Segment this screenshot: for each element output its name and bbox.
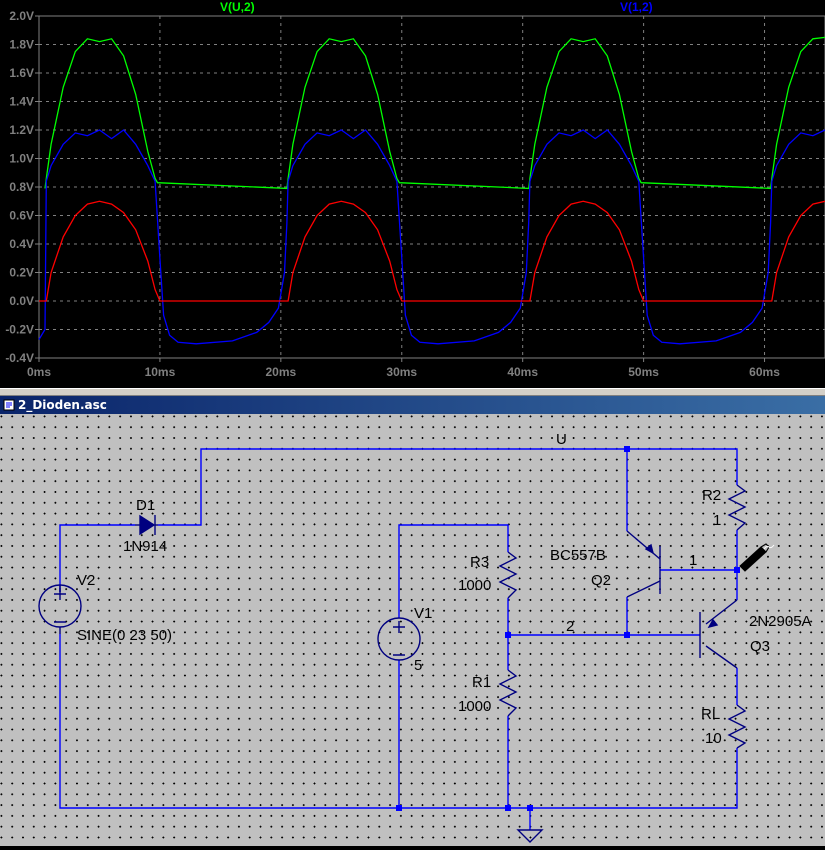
pane-splitter[interactable]	[0, 388, 825, 396]
y-tick-label: 0.0V	[9, 294, 34, 308]
probe-cursor-icon	[739, 543, 775, 572]
series-line-vu2[interactable]	[44, 36, 825, 190]
x-tick-label: 10ms	[145, 365, 176, 379]
resistor-r1[interactable]	[498, 669, 518, 717]
resistor-r2[interactable]	[727, 484, 747, 531]
junction-bottom-gnd	[527, 805, 533, 811]
diode-d1[interactable]	[135, 514, 158, 536]
q2-ref: Q2	[591, 572, 611, 589]
net-label-2[interactable]: 2	[566, 618, 574, 635]
r1-ref: R1	[472, 674, 491, 691]
transistor-q3[interactable]	[699, 599, 738, 669]
plot-x-axis: 0ms 10ms 20ms 30ms 40ms 50ms 60ms	[27, 358, 780, 379]
r1-value: 1000	[458, 698, 491, 715]
r3-value: 1000	[458, 577, 491, 594]
x-tick-label: 30ms	[386, 365, 417, 379]
v2-value: SINE(0 23 50)	[77, 627, 172, 644]
junction-node2-q	[624, 632, 630, 638]
y-tick-label: -0.2V	[5, 323, 34, 337]
net-label-u[interactable]: U	[556, 431, 567, 448]
junction-bottom-r1	[505, 805, 511, 811]
y-tick-label: 1.2V	[9, 123, 34, 137]
trace-label-v12[interactable]: V(1,2)	[620, 0, 653, 14]
y-tick-label: 1.8V	[9, 38, 34, 52]
waveform-chart[interactable]: 2.0V 1.8V 1.6V 1.4V 1.2V 1.0V 0.8V 0.6V 0.4V 0.2V…	[0, 0, 825, 388]
junctions	[396, 446, 740, 811]
schematic-drawing[interactable]: D1 1N914 V2 SINE(0 23 50) V1 5 R3 1000 R…	[0, 414, 825, 846]
schematic-window-title: 2_Dioden.asc	[18, 398, 107, 412]
series-line-red[interactable]	[39, 200, 825, 302]
plot-grid	[38, 15, 825, 359]
wire-v1-loop[interactable]	[398, 524, 509, 618]
y-tick-label: 0.8V	[9, 180, 34, 194]
r2-ref: R2	[702, 487, 721, 504]
x-tick-label: 20ms	[265, 365, 296, 379]
x-tick-label: 0ms	[27, 365, 51, 379]
wire-v2-to-d1[interactable]	[59, 524, 135, 592]
trace-label-vu2[interactable]: V(U,2)	[220, 0, 255, 14]
y-tick-label: 0.6V	[9, 209, 34, 223]
wire-d1-to-u[interactable]	[158, 448, 738, 526]
x-tick-label: 40ms	[507, 365, 538, 379]
v2-ref: V2	[77, 572, 95, 589]
wire-r2-to-node1[interactable]	[660, 530, 738, 571]
y-tick-label: 1.0V	[9, 152, 34, 166]
v1-ref: V1	[414, 605, 432, 622]
junction-node2-r	[505, 632, 511, 638]
ground-icon	[516, 829, 544, 843]
wire-rl-to-ground[interactable]	[530, 748, 738, 809]
wires	[59, 448, 738, 830]
junction-node1	[734, 567, 740, 573]
rl-value: 10	[705, 730, 722, 747]
series-line-v12[interactable]	[38, 129, 825, 345]
transistor-q2[interactable]	[626, 530, 661, 598]
q2-value: BC557B	[550, 547, 606, 564]
source-v1[interactable]	[377, 617, 421, 661]
rl-ref: RL	[701, 706, 720, 723]
junction-bottom-v1	[396, 805, 402, 811]
x-tick-label: 60ms	[749, 365, 780, 379]
plot-y-axis: 2.0V 1.8V 1.6V 1.4V 1.2V 1.0V 0.8V 0.6V 0.4V 0.2V…	[5, 9, 39, 365]
r3-ref: R3	[470, 554, 489, 571]
x-tick-label: 50ms	[628, 365, 659, 379]
net-label-1[interactable]: 1	[689, 552, 697, 569]
schematic-window-titlebar[interactable]: 2_Dioden.asc	[0, 396, 825, 414]
y-tick-label: 0.4V	[9, 237, 34, 251]
d1-ref: D1	[136, 497, 155, 514]
resistor-r3[interactable]	[498, 551, 518, 599]
schematic-canvas[interactable]: D1 1N914 V2 SINE(0 23 50) V1 5 R3 1000 R…	[0, 414, 825, 846]
d1-value: 1N914	[123, 538, 167, 555]
junction-u	[624, 446, 630, 452]
resistor-rl[interactable]	[727, 704, 747, 749]
q3-value: 2N2905A	[749, 613, 812, 630]
r2-value: 1	[713, 512, 721, 529]
y-tick-label: -0.4V	[5, 351, 34, 365]
schematic-window-icon[interactable]	[3, 399, 15, 411]
y-tick-label: 0.2V	[9, 266, 34, 280]
waveform-plot-pane[interactable]: 2.0V 1.8V 1.6V 1.4V 1.2V 1.0V 0.8V 0.6V 0.4V 0.2V…	[0, 0, 825, 388]
v1-value: 5	[414, 657, 422, 674]
wire-bottom-rail[interactable]	[59, 634, 530, 809]
source-v2[interactable]	[38, 584, 82, 634]
y-tick-label: 2.0V	[9, 9, 34, 23]
q3-ref: Q3	[750, 638, 770, 655]
plot-series-group	[38, 36, 825, 345]
y-tick-label: 1.6V	[9, 66, 34, 80]
y-tick-label: 1.4V	[9, 95, 34, 109]
